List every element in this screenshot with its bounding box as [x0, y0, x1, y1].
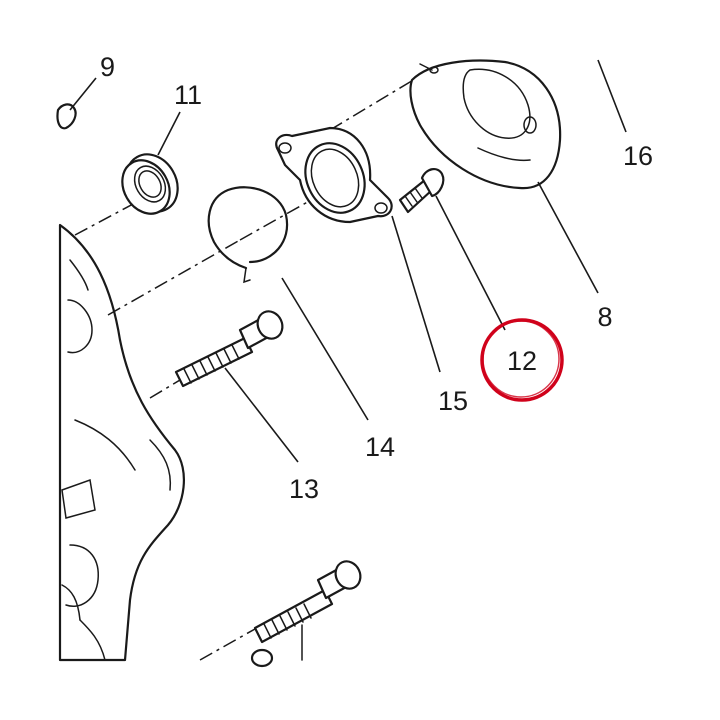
stud-bolt-lower — [250, 560, 362, 668]
callout-16: 16 — [623, 141, 653, 171]
engine-casing — [56, 103, 186, 662]
callout-8: 8 — [597, 302, 612, 332]
callout-14: 14 — [365, 432, 395, 462]
leader-8 — [537, 181, 599, 294]
callout-15: 15 — [438, 386, 468, 416]
callout-9: 9 — [100, 52, 115, 82]
flange-part-15 — [275, 126, 393, 224]
callout-13: 13 — [289, 474, 319, 504]
highlight-circle — [480, 318, 564, 402]
callout-labels: 9 11 16 8 12 15 14 13 — [100, 52, 653, 504]
circlip-part-14 — [207, 186, 289, 284]
screw-part-12 — [398, 168, 445, 214]
cover-plate-part-8 — [409, 59, 562, 190]
oil-seal-part-11 — [121, 153, 179, 215]
leader-11 — [157, 111, 181, 156]
leader-15 — [391, 215, 441, 373]
leader-lines — [69, 59, 627, 463]
callout-12: 12 — [507, 346, 537, 376]
axis-lines — [74, 69, 431, 661]
leader-16 — [597, 59, 627, 133]
leader-13 — [224, 367, 299, 463]
stud-bolt-part-13 — [174, 310, 284, 388]
callout-11: 11 — [174, 80, 202, 110]
leader-9 — [69, 77, 97, 111]
leader-14 — [281, 277, 369, 421]
leader-12 — [435, 195, 506, 331]
